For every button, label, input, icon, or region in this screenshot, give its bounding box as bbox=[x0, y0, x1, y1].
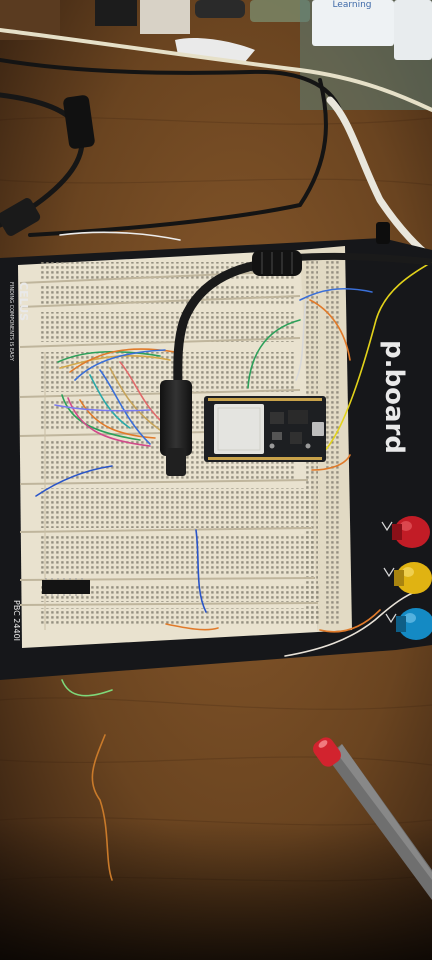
celus-tagline: FINDING COMPONENTS IS EASY bbox=[8, 282, 14, 362]
esp32-usb-port bbox=[312, 422, 324, 436]
packaging-box bbox=[312, 0, 394, 46]
celus-brand: CELUS bbox=[17, 282, 30, 321]
blue-wire-left bbox=[35, 465, 113, 497]
pen-body bbox=[326, 744, 432, 900]
loose-green-wire bbox=[61, 679, 113, 697]
packaging-label: Learning bbox=[332, 0, 371, 10]
loose-orange-wire bbox=[91, 734, 113, 881]
ferrite-bead bbox=[63, 95, 95, 149]
white-cable-top bbox=[0, 28, 432, 112]
binding-post-blue bbox=[396, 608, 432, 640]
white-box bbox=[140, 0, 190, 34]
cable-strain-relief bbox=[252, 250, 302, 276]
celus-label: CELUS FINDING COMPONENTS IS EASY bbox=[8, 282, 30, 362]
usb-connector-housing bbox=[160, 380, 192, 456]
ic-chip bbox=[42, 578, 90, 596]
model-label: PBC 2440I bbox=[12, 600, 21, 641]
black-cable-mid bbox=[28, 78, 328, 237]
yellow-wire bbox=[319, 261, 432, 456]
plug-left bbox=[0, 198, 41, 236]
plate-stud bbox=[376, 222, 390, 244]
dark-bottom-shadow bbox=[0, 820, 432, 960]
esp32-rf-shield bbox=[214, 404, 264, 454]
usb-cable bbox=[160, 250, 432, 476]
white-usb-cable bbox=[326, 96, 432, 262]
pboard-logo: p.board bbox=[379, 340, 409, 454]
marker-pen bbox=[313, 737, 432, 900]
blue-wire-center bbox=[195, 529, 207, 613]
top-clutter: Learning bbox=[0, 0, 432, 110]
binding-post-red bbox=[392, 516, 430, 548]
dark-box bbox=[95, 0, 137, 26]
esp32-devkit bbox=[204, 396, 326, 462]
orange-wire-bottom bbox=[165, 623, 219, 631]
jumper-wires bbox=[35, 261, 432, 881]
background-cables bbox=[0, 28, 432, 262]
binding-post-yellow bbox=[394, 562, 432, 594]
binding-posts bbox=[381, 516, 432, 640]
